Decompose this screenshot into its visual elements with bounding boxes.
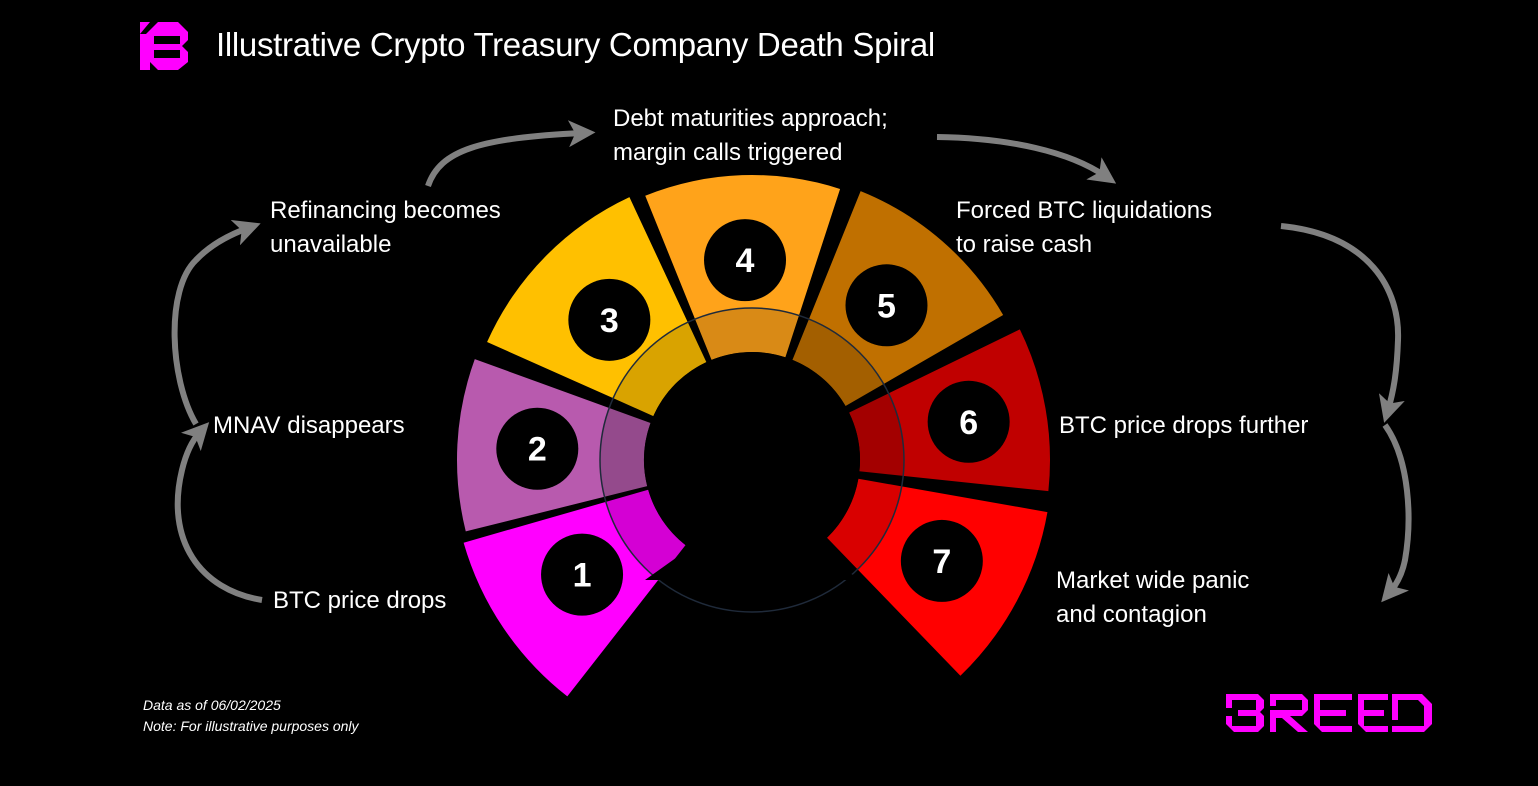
segment-7-inner [827,478,902,570]
step-5-label: Forced BTC liquidations to raise cash [956,194,1212,262]
segment-1-inner [605,489,686,580]
step-3-number: 3 [600,302,619,340]
step-5-label-line1: Forced BTC liquidations [956,197,1213,224]
arrow-6-to-7 [1381,423,1412,603]
step-4-label: Debt maturities approach; margin calls t… [613,102,888,170]
illustrative-note: Note: For illustrative purposes only [143,718,359,734]
center-hub-base [645,555,860,580]
segment-4-inner [695,308,799,360]
segment-3-inner [613,322,707,417]
step-5-badge [845,264,928,347]
step-2-badge [496,407,579,490]
breed-wordmark-logo [1226,694,1432,732]
step-7-badge [900,519,983,602]
step-7-label: Market wide panic and contagion [1056,564,1249,632]
step-7-number: 7 [932,543,951,581]
arrow-4-to-5 [936,134,1117,184]
step-7-label-line2: and contagion [1056,601,1207,628]
step-4-number: 4 [736,242,755,280]
arrow-1-to-2 [174,422,263,603]
step-5-label-line2: to raise cash [956,231,1093,258]
segment-2-inner [600,408,651,497]
page-title: Illustrative Crypto Treasury Company Dea… [216,26,935,63]
step-1-badge [541,533,624,616]
step-badges: 1 2 3 4 5 6 7 [496,219,1010,616]
step-3-label-line2: unavailable [270,231,392,258]
step-7-label-line1: Market wide panic [1056,567,1250,594]
step-1-number: 1 [573,557,592,595]
arrow-3-to-4 [425,120,596,188]
step-3-badge [568,278,651,361]
arrow-2-to-3 [171,219,261,426]
flow-arrows [171,120,1412,603]
step-4-label-line2: margin calls triggered [613,139,843,166]
arrow-5-to-6 [1280,223,1405,423]
step-2-number: 2 [528,431,547,469]
footnote: Data as of 06/02/2025 Note: For illustra… [143,695,359,737]
middle-ring-outline [599,307,905,613]
step-3-label-line1: Refinancing becomes [270,197,501,224]
breed-logo-icon [140,22,188,70]
step-4-label-line1: Debt maturities approach; [613,105,888,132]
step-3-label: Refinancing becomes unavailable [270,194,501,262]
step-1-label: BTC price drops [273,587,447,614]
step-5-number: 5 [877,287,896,325]
step-6-label: BTC price drops further [1059,412,1309,439]
data-date-note: Data as of 06/02/2025 [143,697,281,713]
step-6-badge [927,380,1010,463]
step-2-label: MNAV disappears [213,412,405,439]
step-4-badge [704,219,787,302]
step-6-number: 6 [959,404,978,442]
segment-6-inner [849,393,905,476]
segment-5-inner [792,319,884,406]
center-hub [644,352,860,568]
